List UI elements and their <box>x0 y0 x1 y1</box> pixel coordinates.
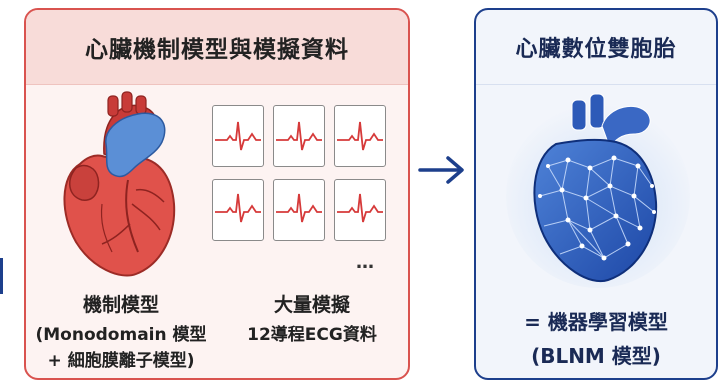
anatomical-heart-icon <box>63 91 176 277</box>
arrow-right-icon <box>418 156 464 184</box>
ecg-waveform-icon <box>337 193 383 223</box>
ecg-grid <box>212 105 386 245</box>
blnm-model-label: (BLNM 模型) <box>531 344 661 368</box>
mechanism-line1: (Monodomain 模型 <box>35 325 207 345</box>
digital-twin-panel: 心臟數位雙胞胎 <box>474 8 718 380</box>
mechanistic-model-panel: 心臟機制模型與模擬資料 … 機制模型 (Monodomain 模型 + 細胞膜離… <box>24 8 410 380</box>
ecg-waveform-icon <box>215 193 261 223</box>
ecg-trace <box>273 179 325 241</box>
mechanism-title: 機制模型 <box>82 294 159 316</box>
ecg-trace <box>273 105 325 167</box>
right-panel-title: 心臟數位雙胞胎 <box>476 10 716 85</box>
ecg-waveform-icon <box>276 193 322 223</box>
simulation-line1: 12導程ECG資料 <box>247 325 377 345</box>
ml-model-label: = 機器學習模型 <box>524 310 668 334</box>
edge-mark <box>0 258 7 294</box>
ellipsis: … <box>356 252 376 273</box>
simulation-title: 大量模擬 <box>273 294 350 316</box>
ecg-trace <box>334 105 386 167</box>
left-panel-title: 心臟機制模型與模擬資料 <box>26 10 408 85</box>
mechanism-line2: + 細胞膜離子模型) <box>47 351 195 371</box>
ecg-trace <box>212 105 264 167</box>
ecg-waveform-icon <box>276 121 322 151</box>
ecg-trace <box>334 179 386 241</box>
ecg-waveform-icon <box>337 121 383 151</box>
ecg-waveform-icon <box>215 121 261 151</box>
ecg-trace <box>212 179 264 241</box>
digital-heart-icon <box>506 93 690 288</box>
